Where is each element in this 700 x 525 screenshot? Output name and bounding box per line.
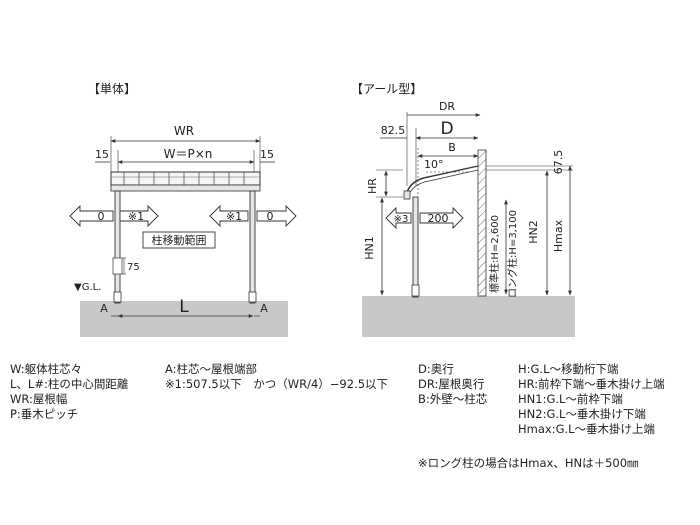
legend-item: HN1:G.L～前枠下端 — [518, 392, 623, 406]
footnote: ※ロング柱の場合はHmax、HNは＋500㎜ — [418, 456, 639, 470]
dim-75-label: 75 — [127, 262, 140, 273]
left-outward-arrow — [69, 204, 114, 228]
legend-item: B:外壁～柱芯 — [418, 392, 488, 406]
d-label: D — [440, 119, 453, 139]
hn2-label: HN2 — [527, 220, 540, 244]
std-post-label: 標準柱:H=2,600 — [488, 215, 501, 293]
legend-col-2: A:柱芯～屋根端部 ※1:507.5以下 かつ（WR/4）−92.5以下 — [165, 362, 388, 392]
legend-item: P:垂木ピッチ — [10, 407, 79, 421]
w-eq-label: W＝P×n — [164, 147, 213, 161]
ground-left — [80, 301, 288, 337]
legend-col-1: W:躯体柱芯々 L、L#:柱の中心間距離 WR:屋根幅 P:垂木ピッチ — [10, 362, 128, 422]
single-title: 【単体】 — [88, 82, 136, 96]
right-post — [249, 190, 256, 304]
legend-item: A:柱芯～屋根端部 — [165, 362, 258, 376]
dim-67-5-label: 67.5 — [552, 150, 565, 175]
right-move-arrows: ※1 0 — [209, 204, 297, 228]
legend-item: ※1:507.5以下 かつ（WR/4）−92.5以下 — [165, 377, 389, 391]
arch-diagram: 【アール型】 DR D 82.5 B 10° 67.5 — [351, 82, 575, 337]
post-range-box — [142, 231, 216, 249]
wr-label: WR — [174, 124, 194, 138]
angle-label: 10° — [424, 158, 444, 171]
right-inward-arrow — [209, 204, 249, 228]
ground-right — [362, 296, 575, 337]
arrow-right-value: 0 — [267, 210, 274, 223]
right-offset-label: 15 — [260, 148, 274, 161]
arch-outward-arrow — [419, 206, 464, 230]
legend-col-4: H:G.L～移動桁下端 HR:前枠下端～垂木掛け上端 HN1:G.L～前枠下端 … — [518, 362, 665, 437]
legend-item: D:奥行 — [418, 362, 454, 376]
b-label: B — [448, 141, 456, 154]
wall — [477, 149, 487, 297]
arrow-right-note: ※1 — [226, 210, 242, 223]
l-label: L — [179, 297, 189, 317]
left-inward-arrow — [119, 204, 159, 228]
legend-item: HN2:G.L～垂木掛け下端 — [518, 407, 646, 421]
gl-label: ▼G.L. — [74, 282, 101, 293]
arrow-left-note: ※1 — [128, 210, 144, 223]
legend-item: H:G.L～移動桁下端 — [518, 362, 619, 376]
dim-82-5-label: 82.5 — [381, 124, 406, 137]
single-diagram: 【単体】 WR W＝P×n 15 15 — [69, 82, 297, 337]
hr-label: HR — [366, 178, 379, 194]
arch-title: 【アール型】 — [351, 82, 422, 96]
legend-item: DR:屋根奥行 — [418, 377, 485, 391]
a-left-label: A — [100, 302, 108, 315]
arch-arrow-note: ※3 — [394, 214, 409, 225]
dr-label: DR — [439, 100, 455, 113]
legend-item: WR:屋根幅 — [10, 392, 68, 406]
legend-item: Hmax:G.L～垂木掛け上端 — [518, 422, 656, 436]
arrow-left-value: 0 — [98, 210, 105, 223]
single-roof — [110, 171, 261, 192]
arch-post — [412, 196, 419, 298]
arch-arrow-value: 200 — [428, 212, 449, 225]
a-right-label: A — [260, 302, 268, 315]
legend-item: L、L#:柱の中心間距離 — [10, 377, 129, 391]
legend-col-3: D:奥行 DR:屋根奥行 B:外壁～柱芯 — [418, 362, 487, 407]
arch-inward-arrow — [385, 206, 412, 230]
hn1-label: HN1 — [363, 236, 376, 260]
legend-item: W:躯体柱芯々 — [10, 362, 83, 376]
arch-move-arrows: ※3 200 — [385, 206, 464, 230]
long-post-label: ロング柱:H=3,100 — [506, 210, 519, 298]
left-move-arrows: 0 ※1 — [69, 204, 159, 228]
hmax-label: Hmax — [552, 219, 565, 252]
left-post — [114, 190, 121, 304]
right-outward-arrow — [256, 204, 297, 228]
post-range-label: 柱移動範囲 — [152, 233, 207, 247]
left-offset-label: 15 — [95, 148, 109, 161]
legend-item: HR:前枠下端～垂木掛け上端 — [518, 377, 665, 391]
